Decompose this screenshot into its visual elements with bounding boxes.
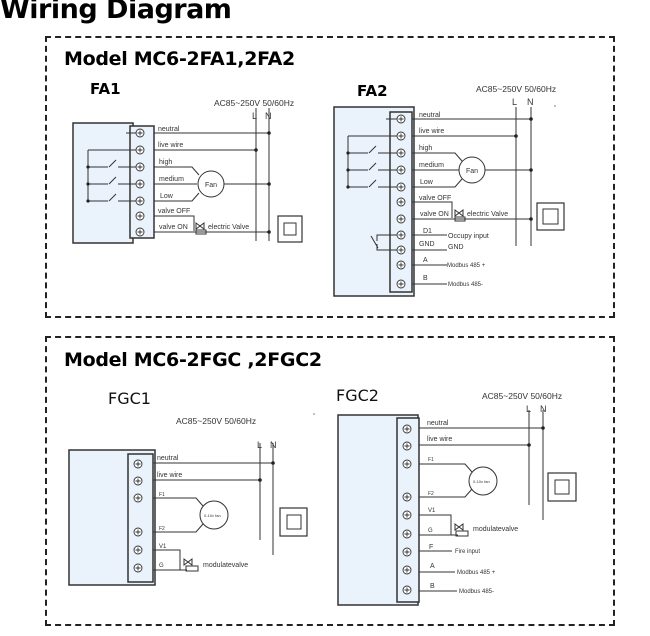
fgc1-L: L: [257, 440, 262, 450]
fgc2-fan-label: 0-10v fan: [473, 479, 490, 484]
fgc1-terminal-block: [127, 453, 154, 583]
fa1-term-low: Low: [160, 193, 174, 200]
fa1-term-medium: medium: [159, 176, 184, 183]
fgc2-L: L: [526, 404, 531, 414]
fgc2-term-f2: F2: [428, 491, 434, 497]
fgc2-valve-label: modulatevalve: [473, 526, 518, 533]
fgc1-term-f1: F1: [159, 492, 165, 498]
fa2-term-b: B: [423, 275, 428, 282]
fa1-term-high: high: [159, 159, 172, 166]
fa1-device-body: [72, 122, 134, 244]
fa1-label: FA1: [90, 80, 121, 98]
fgc2-term-neutral: neutral: [427, 420, 449, 427]
fa2-modbus-plus-label: Modbus 485 +: [447, 263, 486, 269]
fgc2-term-g: G: [428, 528, 433, 534]
fa2-term-medium: medium: [419, 162, 444, 169]
fgc1-N: N: [270, 440, 277, 450]
fa1-term-live: live wire: [158, 142, 183, 149]
fgc2-supply: AC85~250V 50/60Hz: [482, 391, 562, 401]
fa2-term-high: high: [419, 145, 432, 152]
fgc1-valve-icon: [183, 558, 193, 566]
fa1-term-neutral: neutral: [158, 126, 180, 133]
fgc1-fan-icon: [199, 500, 229, 530]
fgc2-terminal-block: [396, 417, 420, 603]
fa2-thermostat-icon: [536, 202, 565, 231]
fgc1-supply: AC85~250V 50/60Hz: [176, 416, 256, 426]
fgc2-term-live: live wire: [427, 436, 452, 443]
fgc2-term-f1: F1: [428, 457, 434, 463]
fgc2-term-b: B: [430, 583, 435, 590]
fa2-term-low: Low: [420, 179, 434, 186]
fa1-supply: AC85~250V 50/60Hz: [214, 98, 294, 108]
fa2-term-a: A: [423, 257, 428, 264]
fa2-term-valve-off: valve OFF: [419, 195, 451, 202]
fa1-term-valve-off: valve OFF: [158, 208, 190, 215]
fa2-N: N: [527, 97, 534, 107]
fa1-N: N: [265, 111, 272, 121]
fgc1-label: FGC1: [108, 389, 151, 408]
fgc2-term-f: F: [429, 544, 433, 551]
fa2-supply: AC85~250V 50/60Hz: [476, 84, 556, 94]
fgc1-term-f2: F2: [159, 526, 165, 532]
fgc2-term-a: A: [430, 563, 435, 570]
fgc2-label: FGC2: [336, 386, 379, 405]
fa1-L: L: [252, 111, 257, 121]
fgc1-terminals: [133, 459, 143, 573]
model-fgc-title: Model MC6-2FGC ,2FGC2: [64, 349, 322, 371]
fa2-occupy-label: Occupy input: [448, 233, 489, 240]
fa2-modbus-minus-label: Modbus 485-: [448, 282, 483, 288]
fa1-fan-label: Fan: [205, 182, 217, 189]
fgc1-term-g: G: [159, 563, 164, 569]
fa1-valve-label: electric Valve: [208, 224, 249, 231]
fgc2-N: N: [540, 404, 547, 414]
fgc1-term-v1: V1: [159, 544, 167, 550]
fa1-terminals: [135, 128, 145, 237]
fa2-term-d1: D1: [423, 228, 432, 235]
fa2-label: FA2: [357, 82, 388, 100]
fa2-valve-label: electric Valve: [467, 211, 508, 218]
fgc1-valve-label: modulatevalve: [203, 562, 248, 569]
fgc2-thermostat-icon: [547, 472, 577, 502]
model-fa-panel: [45, 36, 615, 318]
fgc1-term-live: live wire: [157, 472, 182, 479]
fa1-thermostat-icon: [277, 215, 303, 243]
fgc2-valve-icon: [454, 523, 464, 531]
fa2-term-gnd: GND: [419, 241, 435, 248]
fa1-term-valve-on: valve ON: [159, 224, 188, 231]
fgc1-term-neutral: neutral: [157, 455, 179, 462]
fgc2-fire-label: Fire input: [455, 549, 480, 555]
fa2-term-valve-on: valve ON: [420, 211, 449, 218]
fa2-term-neutral: neutral: [419, 112, 441, 119]
fa2-fan-label: Fan: [466, 168, 478, 175]
model-fa-title: Model MC6-2FA1,2FA2: [64, 48, 295, 70]
model-fgc-panel: [45, 336, 615, 626]
fgc2-term-v1: V1: [428, 508, 436, 514]
fa1-valve-icon: [195, 222, 205, 230]
fgc1-fan-label: 0-10v fan: [204, 513, 221, 518]
fgc2-modbus-plus-label: Modbus 485 +: [457, 570, 496, 576]
page-title: Wiring Diagram: [0, 0, 232, 25]
fa2-gnd-label: GND: [448, 244, 464, 251]
fa2-valve-icon: [454, 209, 464, 217]
fgc1-thermostat-icon: [279, 507, 308, 537]
fa2-L: L: [512, 97, 517, 107]
fgc2-modbus-minus-label: Modbus 485-: [459, 589, 494, 595]
fa2-term-live: live wire: [419, 128, 444, 135]
fgc2-fan-icon: [468, 466, 498, 496]
